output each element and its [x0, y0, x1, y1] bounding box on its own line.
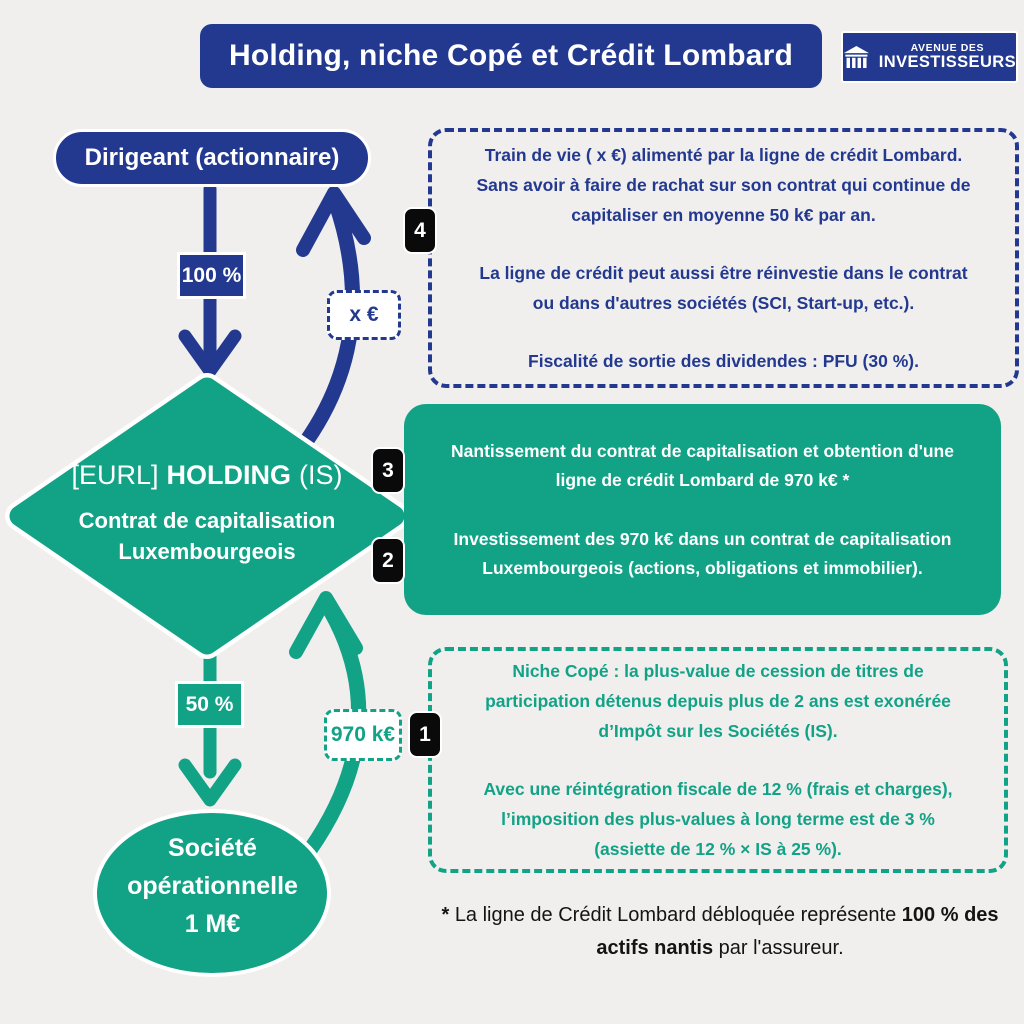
societe-line3: 1 M€ [184, 910, 241, 938]
note-niche-cope-p1: Niche Copé : la plus-value de cession de… [485, 661, 951, 741]
footnote-text1: La ligne de Crédit Lombard débloquée rep… [454, 904, 902, 926]
footnote-text2: par l'assureur. [713, 937, 844, 959]
note-nantissement-p2: Investissement des 970 k€ dans un contra… [453, 528, 952, 578]
node-societe-text: Société opérationnelle 1 M€ [100, 829, 325, 943]
holding-subtitle: Contrat de capitalisation Luxembourgeois [47, 505, 367, 567]
brand-logo: AVENUE DES INVESTISSEURS [841, 31, 1018, 83]
label-50pct: 50 % [175, 681, 244, 728]
bank-building-icon [843, 45, 869, 69]
label-970k: 970 k€ [324, 709, 402, 761]
label-x-eur: x € [327, 290, 401, 340]
note-niche-cope-p2: Avec une réintégration fiscale de 12 % (… [483, 779, 953, 859]
note-credit-lombard: Train de vie ( x €) alimenté par la lign… [428, 128, 1019, 388]
holding-subtitle-line2: Luxembourgeois [118, 539, 296, 564]
footnote: * La ligne de Crédit Lombard débloquée r… [420, 899, 1020, 965]
holding-title: [EURL] HOLDING (IS) [47, 460, 367, 491]
note-nantissement: Nantissement du contrat de capitalisatio… [404, 404, 1001, 615]
holding-diamond [5, 373, 409, 659]
note-niche-cope: Niche Copé : la plus-value de cession de… [428, 647, 1008, 873]
note-credit-lombard-p3: Fiscalité de sortie des dividendes : PFU… [528, 351, 919, 371]
node-dirigeant: Dirigeant (actionnaire) [53, 129, 371, 187]
step-badge-2: 2 [371, 537, 405, 584]
societe-line1: Société [168, 834, 257, 862]
footnote-bold1: 100 % des actifs nantis [596, 904, 999, 959]
holding-suffix: (IS) [299, 460, 343, 490]
societe-line2: opérationnelle [127, 872, 298, 900]
note-nantissement-p1: Nantissement du contrat de capitalisatio… [451, 440, 954, 490]
brand-logo-line2: INVESTISSEURS [878, 52, 1016, 71]
step-badge-3: 3 [371, 447, 405, 494]
node-holding-text: [EURL] HOLDING (IS) Contrat de capitalis… [47, 460, 367, 567]
brand-logo-line1: AVENUE DES [910, 41, 985, 54]
footnote-star: * [441, 904, 455, 926]
brand-logo-text: AVENUE DES INVESTISSEURS [878, 41, 1016, 71]
note-credit-lombard-p1: Train de vie ( x €) alimenté par la lign… [476, 145, 971, 225]
step-badge-4: 4 [403, 207, 437, 254]
holding-subtitle-line1: Contrat de capitalisation [78, 508, 336, 533]
note-credit-lombard-p2: La ligne de crédit peut aussi être réinv… [479, 263, 968, 313]
societe-ellipse [93, 809, 331, 977]
holding-prefix: [EURL] [71, 460, 159, 490]
page-title: Holding, niche Copé et Crédit Lombard [200, 24, 822, 88]
holding-name: HOLDING [166, 460, 292, 490]
label-100pct: 100 % [177, 252, 246, 299]
step-badge-1: 1 [408, 711, 442, 758]
